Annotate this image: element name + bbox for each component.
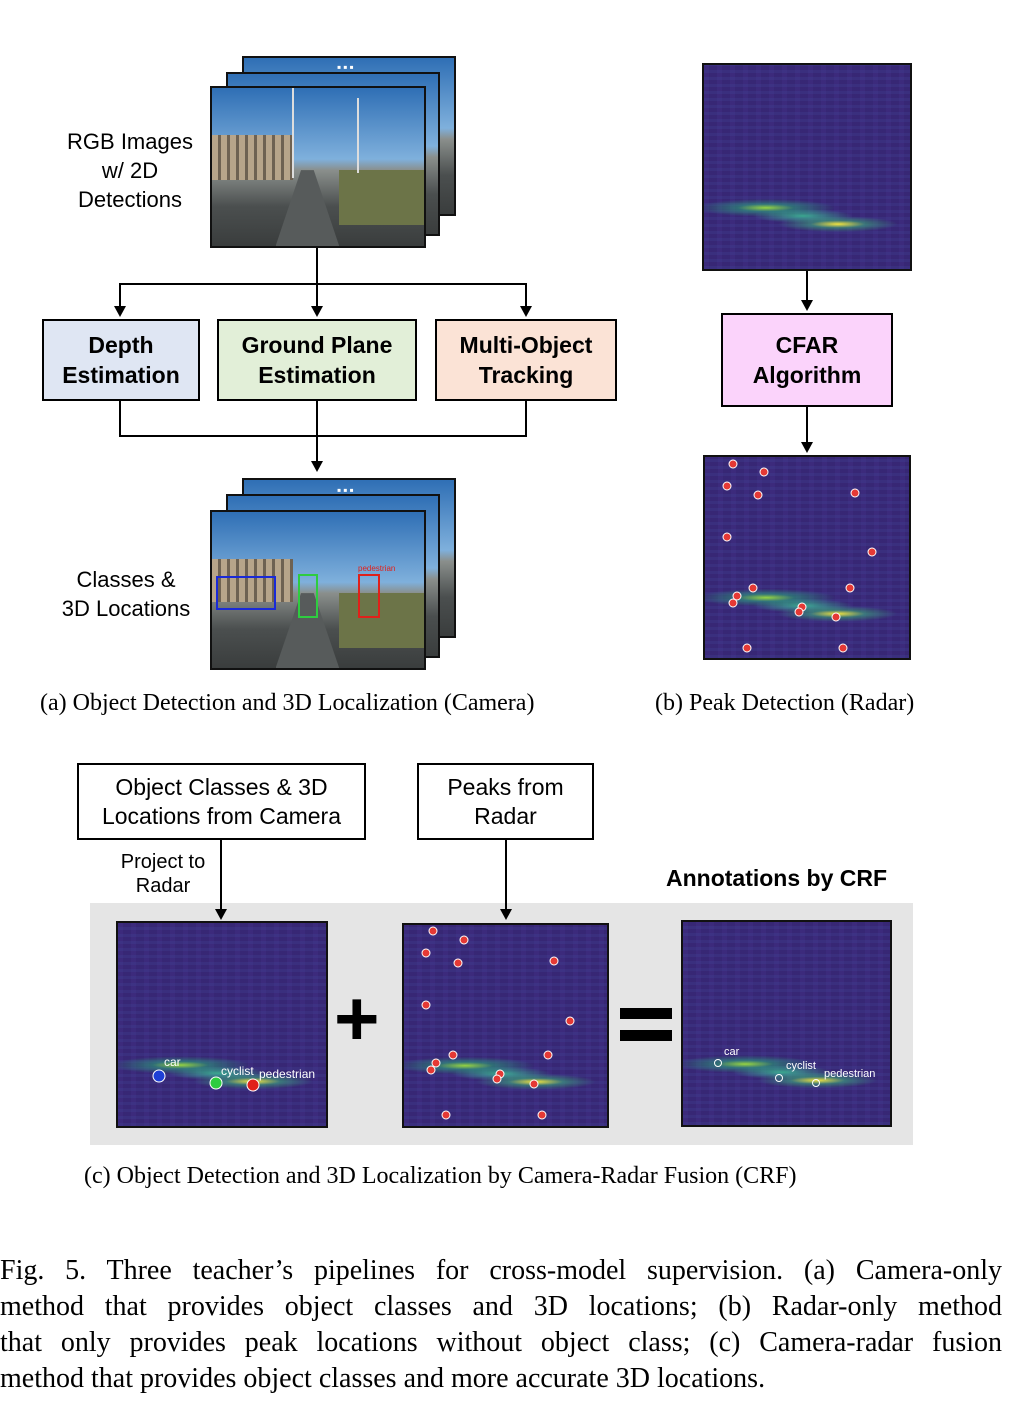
- peak-dot: [431, 1058, 441, 1068]
- peak-dot: [537, 1110, 547, 1120]
- pedestrian-marker: [246, 1078, 260, 1092]
- peak-dot: [543, 1050, 553, 1060]
- arrow-head: [114, 306, 126, 317]
- cyclist-detection-box: [298, 574, 318, 618]
- peak-dot: [426, 1065, 436, 1075]
- arrow-head: [500, 909, 512, 920]
- radar-heatmap-camera-projection: car cyclist pedestrian: [116, 921, 328, 1128]
- arrow-head: [215, 909, 227, 920]
- peak-dot: [428, 926, 438, 936]
- caption-b: (b) Peak Detection (Radar): [655, 690, 915, 716]
- peak-dot: [453, 958, 463, 968]
- arrow-head: [311, 306, 323, 317]
- radar-heatmap-input: [702, 63, 912, 271]
- pedestrian-label: pedestrian: [259, 1067, 316, 1081]
- connector: [119, 435, 527, 437]
- peak-dot: [742, 643, 752, 653]
- peak-dot: [728, 459, 738, 469]
- figure-caption: Fig. 5. Three teacher’s pipelines for cr…: [0, 1255, 1002, 1394]
- peak-dot: [448, 1050, 458, 1060]
- connector: [316, 248, 318, 284]
- pedestrian-detection-label: pedestrian: [358, 564, 396, 573]
- car-detection-box: [216, 576, 276, 610]
- plus-sign: +: [334, 974, 380, 1062]
- peak-dot: [831, 612, 841, 622]
- peak-dot: [565, 1016, 575, 1026]
- peak-dot: [748, 583, 758, 593]
- caption-a: (a) Object Detection and 3D Localization…: [40, 690, 535, 716]
- peak-dot: [722, 481, 732, 491]
- camera-output-front: pedestrian: [210, 510, 426, 670]
- cyclist-annotation: [775, 1074, 783, 1082]
- peak-dot: [794, 607, 804, 617]
- peak-dot: [759, 467, 769, 477]
- arrow-head: [311, 461, 323, 472]
- arrow-head: [520, 306, 532, 317]
- equals-sign: [620, 1008, 672, 1019]
- peak-dot: [850, 488, 860, 498]
- peak-dot: [529, 1079, 539, 1089]
- peak-dot: [492, 1074, 502, 1084]
- peak-dot: [838, 643, 848, 653]
- radar-heatmap-peaks: [703, 455, 911, 660]
- ellipsis: ▪▪▪: [337, 60, 356, 74]
- equals-sign-bottom: [620, 1030, 672, 1041]
- cyclist-label: cyclist: [221, 1064, 254, 1078]
- pedestrian-detection-box: [358, 574, 380, 618]
- car-marker: [152, 1069, 166, 1083]
- pedestrian-annotation-label: pedestrian: [824, 1068, 876, 1080]
- radar-heatmap-peaks-c: [402, 923, 609, 1128]
- rgb-images-label: RGB Images w/ 2D Detections: [67, 129, 193, 212]
- peak-dot: [722, 532, 732, 542]
- car-annotation: [714, 1059, 722, 1067]
- peak-dot: [867, 547, 877, 557]
- car-label: car: [164, 1055, 181, 1069]
- peak-dot: [441, 1110, 451, 1120]
- pedestrian-annotation: [812, 1079, 820, 1087]
- peak-dot: [753, 490, 763, 500]
- peak-dot: [459, 935, 469, 945]
- camera-image-front: [210, 86, 426, 248]
- cyclist-marker: [209, 1076, 223, 1090]
- crf-title: Annotations by CRF: [666, 865, 888, 891]
- peak-dot: [421, 948, 431, 958]
- classes-3d-locations-label: Classes & 3D Locations: [61, 567, 191, 621]
- car-annotation-label: car: [724, 1046, 740, 1058]
- caption-c: (c) Object Detection and 3D Localization…: [84, 1163, 797, 1189]
- arrow-head: [801, 300, 813, 311]
- radar-heatmap-crf: car cyclist pedestrian: [681, 920, 892, 1127]
- project-to-radar-label: Project to Radar: [120, 851, 206, 897]
- connector: [119, 283, 527, 285]
- peak-dot: [421, 1000, 431, 1010]
- peak-dot: [728, 598, 738, 608]
- arrow-head: [801, 442, 813, 453]
- peak-dot: [845, 583, 855, 593]
- peak-dot: [549, 956, 559, 966]
- cyclist-annotation-label: cyclist: [786, 1060, 816, 1072]
